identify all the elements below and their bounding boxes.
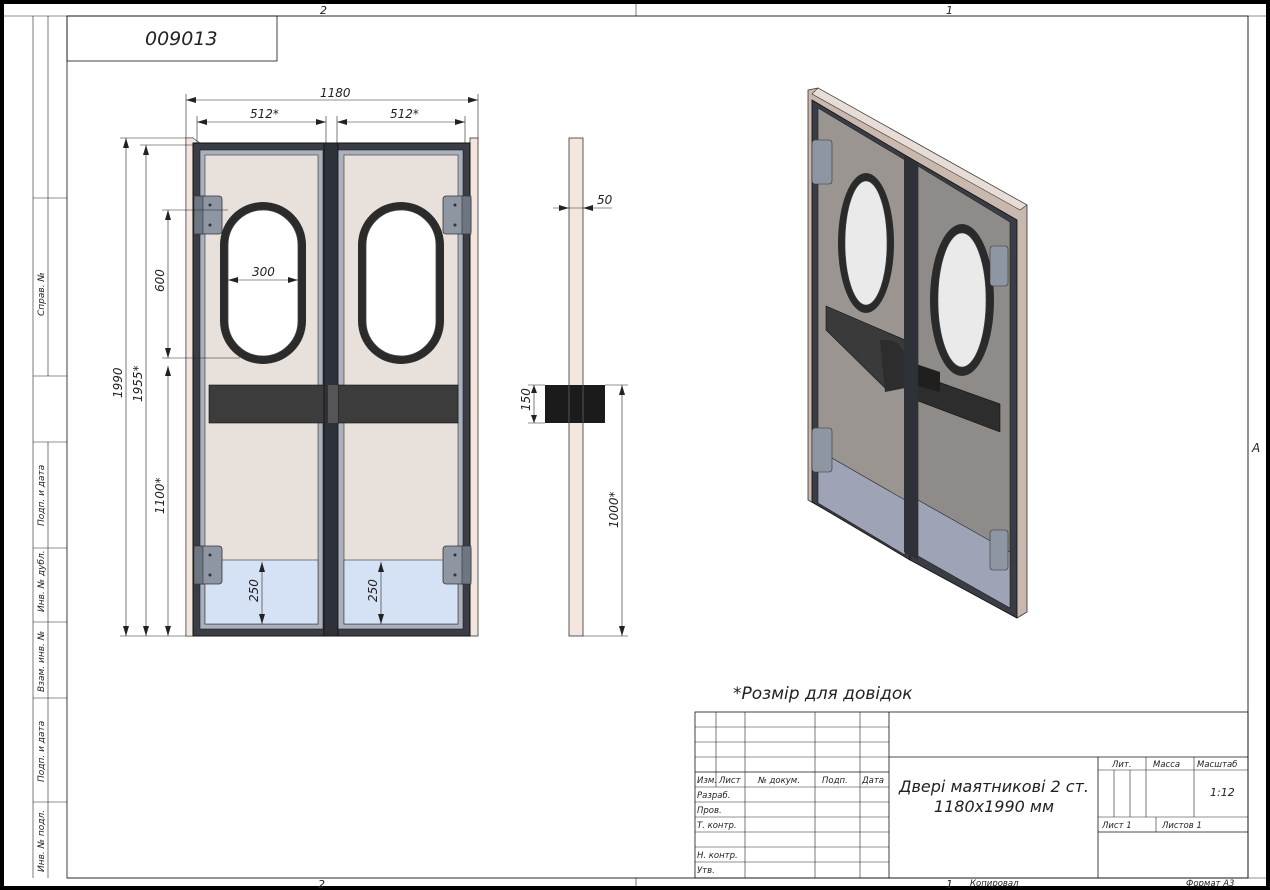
tb-header-change: Изм.	[697, 776, 717, 786]
tb-lit-label: Лит.	[1111, 760, 1132, 770]
dim-window-width: 300	[252, 265, 275, 279]
dim-window-top: 600	[153, 269, 167, 292]
reference-note: *Розмір для довідок	[733, 684, 913, 704]
dim-side-bar-height: 1000*	[607, 491, 621, 528]
strip-label-1: Справ. №	[37, 272, 47, 316]
dim-leaf-right: 512*	[390, 107, 419, 121]
zone-marker-row: A	[1251, 441, 1260, 455]
left-leaf	[192, 142, 331, 637]
title-block: Изм. Лист № докум. Подп. Дата Разраб. Пр…	[694, 711, 1249, 879]
dim-leaf-left: 512*	[250, 107, 279, 121]
zone-marker-bottom-right: 1	[946, 878, 953, 890]
tb-header-sheet: Лист	[718, 776, 742, 786]
tb-scale-value: 1:12	[1210, 786, 1235, 799]
strip-label-4: Взам. инв. №	[37, 631, 47, 692]
strip-label-6: Инв. № подл.	[37, 810, 47, 872]
right-hinge-top	[442, 195, 472, 235]
tb-role-developer: Разраб.	[697, 791, 730, 801]
zone-marker-top-right: 1	[946, 4, 953, 17]
side-push-bar	[545, 385, 605, 423]
left-push-band	[208, 384, 331, 424]
front-view	[185, 137, 479, 637]
left-hinge-bottom	[193, 545, 223, 585]
left-hinge-top	[193, 195, 223, 235]
left-strip: Справ. № Подп. и дата Инв. № дубл. Взам.…	[32, 16, 67, 878]
dim-thickness: 50	[597, 193, 613, 207]
strip-label-3: Инв. № дубл.	[37, 550, 47, 612]
right-hinge-bottom	[442, 545, 472, 585]
copied-label: Копировал	[970, 879, 1019, 889]
drawing-number: 009013	[145, 28, 218, 50]
tb-sheets-label: Листов 1	[1161, 821, 1202, 831]
right-push-band	[336, 384, 459, 424]
tb-role-checker: Пров.	[697, 806, 722, 816]
format-label: Формат А3	[1186, 879, 1234, 889]
tb-title-line2: 1180x1990 мм	[934, 797, 1054, 816]
tb-title-line1: Двері маятникові 2 ст.	[898, 777, 1089, 796]
strip-label-2: Подп. и дата	[37, 465, 47, 526]
dim-kickplate-left: 250	[247, 579, 261, 602]
dim-height-ref: 1955*	[131, 365, 145, 402]
dim-overall-height: 1990	[111, 367, 125, 398]
tb-mass-label: Масса	[1153, 760, 1180, 770]
right-window-glass	[365, 209, 437, 357]
tb-role-tech-control: Т. контр.	[697, 821, 737, 831]
tb-role-approved: Утв.	[697, 866, 715, 876]
isometric-view	[807, 87, 1028, 619]
dim-overall-width: 1180	[320, 86, 351, 100]
inner-frame	[66, 15, 1249, 879]
side-view: 50 150 1000*	[519, 137, 628, 637]
iso-left-kick	[817, 449, 906, 556]
tb-header-date: Дата	[861, 776, 884, 786]
right-kickplate	[343, 559, 459, 625]
zone-marker-top-left: 2	[320, 4, 327, 17]
zone-marker-bottom-left: 2	[318, 878, 325, 890]
tb-sheet-label: Лист 1	[1101, 821, 1132, 831]
tb-header-doc: № докум.	[757, 776, 800, 786]
right-leaf	[329, 142, 472, 637]
dim-bar-height: 150	[519, 388, 533, 411]
front-dimensions: 1180 512* 512* 1990 1955* 600	[111, 86, 479, 637]
tb-header-sign: Подп.	[822, 776, 848, 786]
tb-scale-label: Масштаб	[1197, 760, 1237, 770]
dim-kickplate-right: 250	[366, 579, 380, 602]
tb-role-norm-control: Н. контр.	[697, 851, 738, 861]
strip-label-5: Подп. и дата	[37, 721, 47, 782]
left-window-glass	[227, 209, 299, 357]
dim-handle-height: 1100*	[153, 477, 167, 514]
drawing-number-box	[66, 15, 278, 62]
